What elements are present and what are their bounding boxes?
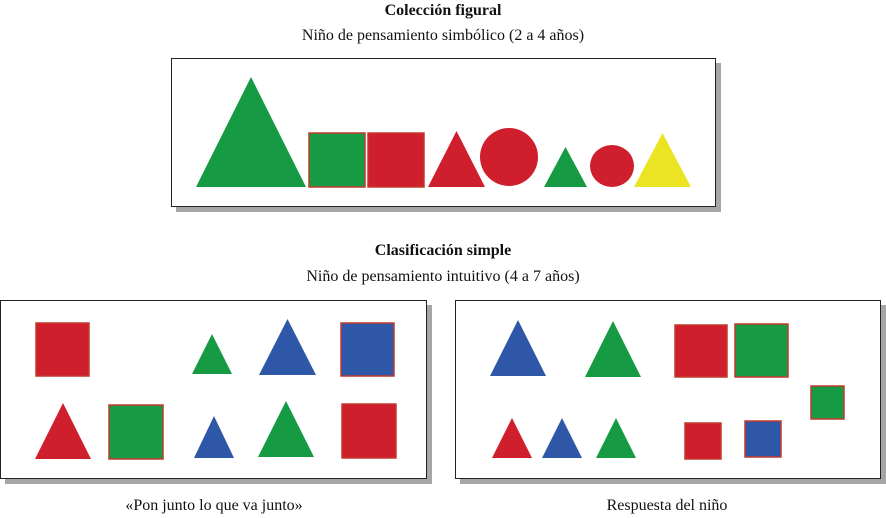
red-circle (590, 145, 634, 187)
green-square (810, 385, 845, 420)
blue-triangle (259, 319, 316, 375)
red-circle (480, 128, 538, 186)
green-triangle (596, 418, 636, 458)
green-square (734, 323, 789, 378)
green-square (108, 404, 164, 460)
red-square (35, 322, 90, 377)
green-triangle (192, 334, 232, 374)
instruction-caption: «Pon junto lo que va junto» (125, 497, 303, 514)
section-1-title: Colección figural (384, 2, 502, 19)
yellow-triangle (634, 133, 691, 187)
child-response-caption: Respuesta del niño (606, 497, 728, 514)
figural-collection-panel (171, 58, 716, 207)
child-response-panel (455, 300, 881, 479)
instruction-shapes (35, 319, 397, 460)
green-triangle (544, 147, 587, 187)
instruction-panel (0, 300, 427, 479)
green-triangle (258, 401, 314, 457)
child-response-shapes (490, 320, 845, 460)
red-triangle (492, 418, 532, 458)
blue-triangle (194, 416, 234, 458)
red-square (684, 422, 722, 460)
red-triangle (35, 403, 91, 459)
red-square (341, 403, 397, 459)
section-2-subtitle: Niño de pensamiento intuitivo (4 a 7 año… (306, 268, 580, 285)
section-2-title: Clasificación simple (374, 242, 512, 259)
blue-triangle (490, 320, 546, 376)
red-triangle (428, 131, 485, 187)
green-triangle (585, 321, 641, 377)
section-1-subtitle: Niño de pensamiento simbólico (2 a 4 año… (301, 27, 585, 44)
blue-square (340, 322, 395, 377)
green-square (308, 132, 366, 188)
figural-collection-shapes (196, 77, 691, 188)
red-square (367, 132, 425, 188)
blue-triangle (542, 418, 582, 458)
red-square (674, 324, 728, 378)
green-triangle (196, 77, 306, 187)
blue-square (744, 420, 782, 458)
